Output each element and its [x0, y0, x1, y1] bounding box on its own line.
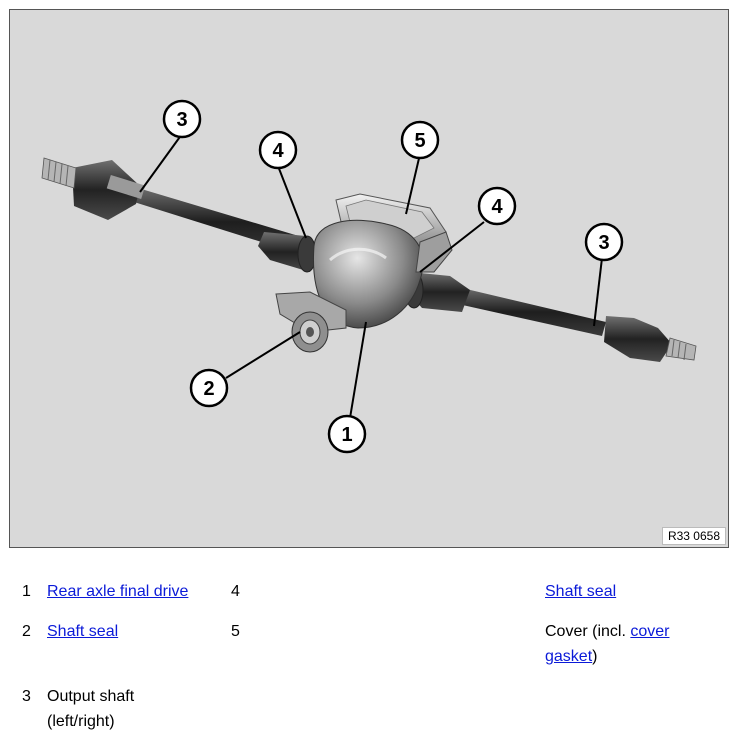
svg-text:4: 4 — [272, 140, 284, 162]
svg-text:2: 2 — [203, 378, 214, 400]
callout-4-left: 4 — [258, 130, 298, 170]
diagram-figure: 3 4 5 4 3 2 1 R33 0658 — [9, 9, 729, 548]
callout-4-right: 4 — [477, 186, 517, 226]
rear-axle-illustration: 3 4 5 4 3 2 1 — [41, 99, 697, 454]
leader-lines — [139, 133, 603, 419]
shaft-seal-link-2[interactable]: Shaft seal — [47, 623, 119, 640]
legend-item-4: Shaft seal — [545, 579, 616, 604]
left-output-shaft — [41, 157, 320, 273]
svg-text:4: 4 — [491, 196, 503, 218]
rear-axle-final-drive-link[interactable]: Rear axle final drive — [47, 583, 189, 600]
right-output-shaft — [404, 271, 697, 362]
svg-text:3: 3 — [176, 109, 187, 131]
figure-code: R33 0658 — [661, 527, 726, 545]
legend-number-2: 2 — [22, 623, 31, 640]
svg-text:5: 5 — [414, 130, 425, 152]
callout-5: 5 — [400, 120, 440, 160]
legend-number-1: 1 — [22, 583, 31, 600]
legend-item-1: Rear axle final drive — [47, 579, 188, 604]
output-shaft-side-text: (left/right) — [47, 713, 115, 730]
legend-number-4: 4 — [231, 583, 240, 600]
callout-3-right: 3 — [584, 222, 624, 262]
svg-text:1: 1 — [341, 424, 352, 446]
legend-number-3: 3 — [22, 688, 31, 705]
legend-item-3: Output shaft (left/right) — [47, 684, 134, 734]
callout-2: 2 — [189, 368, 229, 408]
callout-3-left: 3 — [162, 99, 202, 139]
output-shaft-text: Output shaft — [47, 688, 135, 705]
shaft-seal-link-4[interactable]: Shaft seal — [545, 583, 617, 600]
svg-text:3: 3 — [598, 232, 609, 254]
callout-1: 1 — [327, 414, 367, 454]
legend-number-5: 5 — [231, 623, 240, 640]
legend-item-2: Shaft seal — [47, 619, 118, 644]
cover-text-close: ) — [592, 648, 598, 665]
cover-text: Cover (incl. — [545, 623, 631, 640]
final-drive-housing — [275, 193, 453, 353]
